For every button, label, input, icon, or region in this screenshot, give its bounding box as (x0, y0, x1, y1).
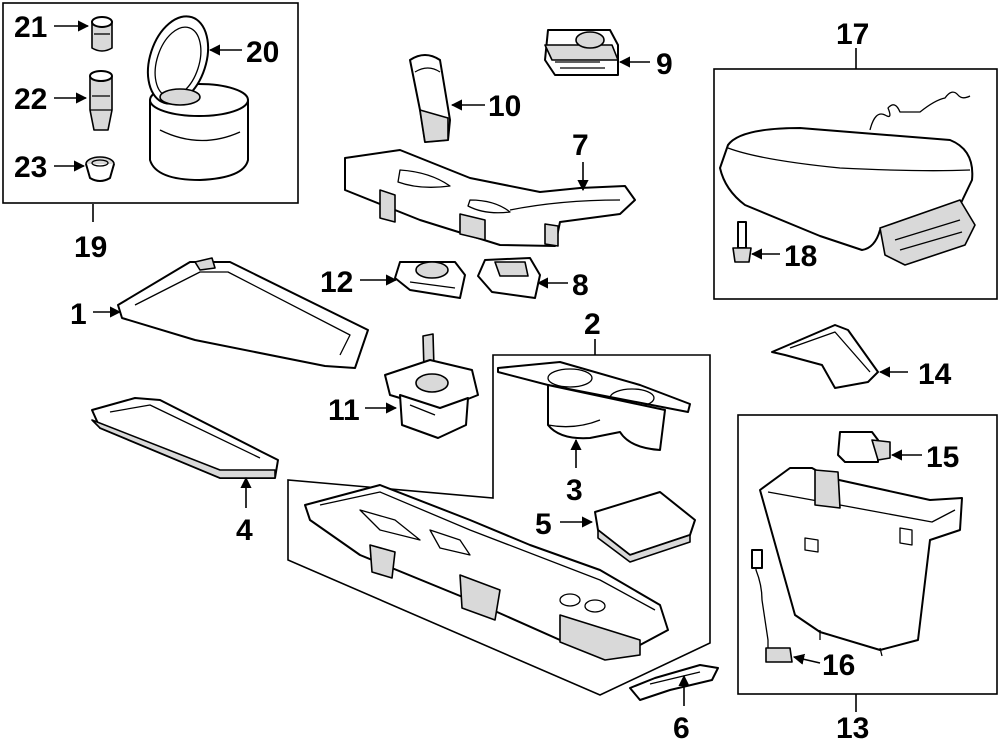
callout-23: 23 (14, 151, 47, 184)
part-5-module (594, 491, 696, 563)
part-7-bezel-trim (344, 149, 636, 247)
callout-18: 18 (784, 240, 817, 273)
callout-21: 21 (14, 11, 47, 44)
part-3-cup-holder (497, 361, 691, 451)
part-14-trim-piece (771, 324, 879, 389)
callout-20: 20 (246, 36, 279, 69)
part-15-connector (837, 431, 891, 463)
callout-12: 12 (320, 266, 353, 299)
callout-3: 3 (566, 474, 583, 507)
callout-16: 16 (822, 649, 855, 682)
callout-19: 19 (74, 231, 107, 264)
part-22-socket (89, 70, 113, 131)
callout-9: 9 (656, 48, 673, 81)
part-4-trim-panel (91, 397, 279, 479)
leader-lines (54, 20, 922, 712)
part-9-switch (544, 29, 619, 76)
part-10-shift-knob (409, 54, 451, 143)
callout-11: 11 (328, 394, 360, 427)
group-box-2 (287, 354, 711, 696)
part-11-shifter (384, 333, 479, 439)
group-box-13 (737, 414, 998, 695)
callout-22: 22 (14, 83, 47, 116)
part-21-cap (91, 16, 113, 52)
part-2-console-base (304, 484, 669, 661)
callout-1: 1 (70, 298, 87, 331)
callout-2: 2 (584, 308, 601, 341)
callout-10: 10 (488, 90, 521, 123)
callout-4: 4 (236, 514, 253, 547)
part-12-switch (394, 261, 466, 299)
callout-15: 15 (926, 441, 959, 474)
part-16-wire-harness (751, 549, 793, 663)
callout-7: 7 (572, 129, 589, 162)
part-8-switch (477, 257, 541, 299)
callout-14: 14 (918, 358, 952, 391)
part-13-storage-bin (759, 467, 963, 657)
part-17-armrest (719, 91, 976, 266)
part-20-ashtray (146, 15, 249, 181)
callout-17: 17 (836, 18, 869, 51)
callout-5: 5 (535, 508, 552, 541)
part-18-bolt (732, 221, 752, 263)
group-box-19 (2, 2, 299, 204)
callout-6: 6 (673, 712, 690, 745)
part-23-ring (85, 156, 115, 182)
callout-8: 8 (572, 269, 589, 302)
callout-13: 13 (836, 712, 869, 745)
part-6-clip (629, 664, 719, 701)
part-1-side-panel (117, 257, 369, 369)
